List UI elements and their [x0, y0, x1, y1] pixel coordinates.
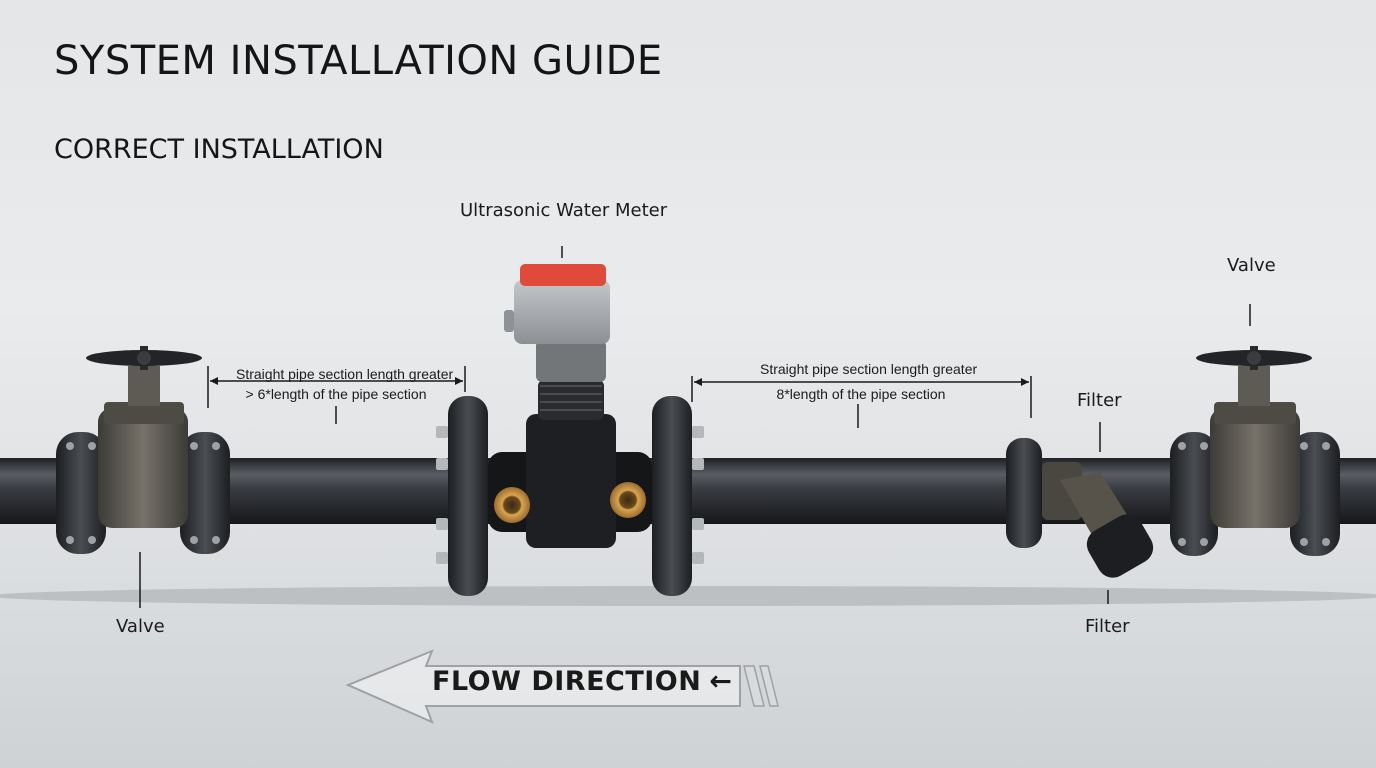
downstream-note-line1: Straight pipe section length greater [760, 361, 978, 377]
dimension-upstream [207, 366, 466, 408]
flow-direction-label: FLOW DIRECTION← [432, 666, 732, 697]
leader-lines [139, 246, 1251, 608]
flow-direction-text: FLOW DIRECTION [432, 666, 702, 697]
valve-left-label: Valve [116, 616, 165, 637]
downstream-note-line2: 8*length of the pipe section [776, 386, 946, 402]
section-title: CORRECT INSTALLATION [54, 134, 384, 165]
flow-arrow-icon: ← [709, 666, 733, 697]
page-title: SYSTEM INSTALLATION GUIDE [54, 38, 663, 84]
valve-right-label: Valve [1227, 255, 1276, 276]
upstream-note-line2: > 6*length of the pipe section [245, 386, 427, 402]
flow-arrow [345, 649, 779, 724]
meter-flanges [436, 396, 704, 596]
meter-label: Ultrasonic Water Meter [460, 200, 668, 221]
upstream-note-line1: Straight pipe section length greater [236, 366, 454, 382]
valve-left [56, 346, 230, 554]
ultrasonic-meter [488, 264, 652, 548]
filter-assembly [1006, 438, 1154, 578]
dimension-downstream [691, 376, 1032, 418]
floor-shadow [0, 586, 1376, 606]
valve-right [1170, 346, 1340, 556]
filter-bottom-label: Filter [1085, 616, 1130, 637]
filter-top-label: Filter [1077, 390, 1122, 411]
